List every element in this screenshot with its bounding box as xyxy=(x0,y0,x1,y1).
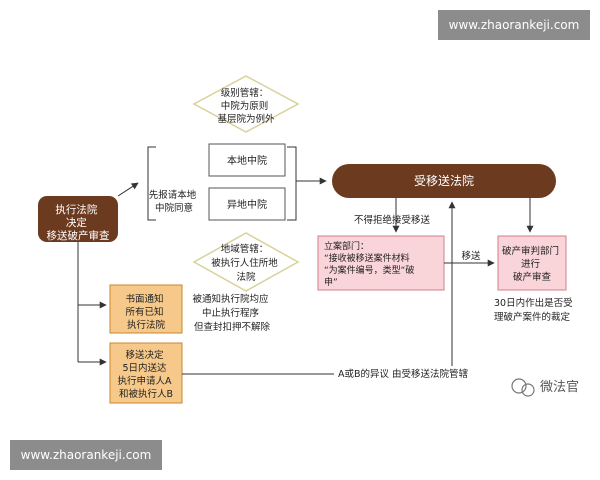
written-notice-line-2: 所有已知 xyxy=(125,306,163,318)
receiving-court-node xyxy=(332,164,556,198)
written-notice-box xyxy=(109,284,183,334)
bankruptcy-line-2: 进行 xyxy=(521,258,541,270)
other-court-box xyxy=(208,187,286,221)
objection-label: A或B的异议 由受移送法院管辖 xyxy=(338,368,468,380)
transfer-decision-box xyxy=(109,342,183,404)
courts-bracket-right xyxy=(287,146,297,221)
transfer-decision-line-3: 执行申请人A xyxy=(117,375,172,387)
transfer-decision-line-4: 和被执行人B xyxy=(119,388,173,400)
logo-text: 微法官 xyxy=(540,379,579,395)
thirty-days-note: 30日内作出是否受 理破产案件的裁定 xyxy=(494,297,576,323)
territory-line-3: 法院 xyxy=(236,271,256,283)
level-note-line-3: 基层院为例外 xyxy=(217,113,275,125)
watermark-top: www.zhaorankeji.com xyxy=(438,10,590,40)
receiving-court-label: 受移送法院 xyxy=(414,173,474,188)
local-court-box xyxy=(208,143,286,177)
filing-line-3: “为案件编号，类型“破 xyxy=(324,264,414,276)
bankruptcy-line-3: 破产审查 xyxy=(513,271,552,283)
notified-line-3: 但查封扣押不解除 xyxy=(194,321,271,333)
wechat-logo-icon xyxy=(511,378,535,397)
territory-line-1: 地域管辖： xyxy=(221,243,269,255)
start-node xyxy=(38,196,118,242)
level-note-line-1: 级别管辖： xyxy=(221,87,269,99)
written-notice-text: 书面通知 所有已知 执行法院 xyxy=(125,293,166,331)
pre-report-line-1: 先报请本地 xyxy=(149,189,197,201)
level-note-line-2: 中院为原则 xyxy=(221,100,269,112)
thirty-days-line-1: 30日内作出是否受 xyxy=(494,297,573,309)
notified-line-1: 被通知执行院均应 xyxy=(192,293,269,305)
written-notice-line-3: 执行法院 xyxy=(127,319,166,331)
territory-line-2: 被执行人住所地 xyxy=(211,257,278,269)
watermark-bottom: www.zhaorankeji.com xyxy=(10,440,162,470)
bankruptcy-department-box xyxy=(497,235,567,291)
start-line-1: 执行法院 xyxy=(55,203,97,216)
transfer-label: 移送 xyxy=(461,250,481,262)
no-refuse-label: 不得拒绝接受移送 xyxy=(354,214,431,226)
transfer-decision-text: 移送决定 5日内送达 执行申请人A 和被执行人B xyxy=(117,349,174,400)
transfer-decision-line-1: 移送决定 xyxy=(125,349,164,361)
bankruptcy-line-1: 破产审判部门 xyxy=(502,245,559,257)
other-court-label: 异地中院 xyxy=(227,198,267,211)
transfer-decision-line-2: 5日内送达 xyxy=(122,362,167,374)
courts-bracket-left xyxy=(147,146,156,221)
territory-jurisdiction-note: 地域管辖： 被执行人住所地 法院 xyxy=(211,243,281,283)
filing-department-text: 立案部门： “接收被移送案件材料 “为案件编号，类型“破 申” xyxy=(324,240,417,288)
pre-report-line-2: 中院同意 xyxy=(155,202,193,214)
notified-court-note: 被通知执行院均应 中止执行程序 但查封扣押不解除 xyxy=(192,293,271,333)
level-jurisdiction-note: 级别管辖： 中院为原则 基层院为例外 xyxy=(217,87,275,125)
filing-line-1: 立案部门： xyxy=(324,240,369,252)
level-jurisdiction-diamond xyxy=(192,75,300,133)
filing-line-2: “接收被移送案件材料 xyxy=(324,252,410,264)
arrow-start-to-courts xyxy=(117,182,139,197)
notified-line-2: 中止执行程序 xyxy=(202,307,260,319)
start-node-label: 执行法院 决定 移送破产审查 xyxy=(47,203,110,242)
bankruptcy-department-text: 破产审判部门 进行 破产审查 xyxy=(502,245,562,283)
local-court-label: 本地中院 xyxy=(227,154,267,167)
start-line-3: 移送破产审查 xyxy=(47,229,110,242)
written-notice-line-1: 书面通知 xyxy=(125,293,163,305)
territory-jurisdiction-diamond xyxy=(192,232,300,292)
filing-department-box xyxy=(317,235,445,291)
filing-line-4: 申” xyxy=(324,276,338,288)
start-line-2: 决定 xyxy=(66,216,87,229)
thirty-days-line-2: 理破产案件的裁定 xyxy=(494,311,571,323)
pre-report-note: 先报请本地 中院同意 xyxy=(149,189,200,214)
